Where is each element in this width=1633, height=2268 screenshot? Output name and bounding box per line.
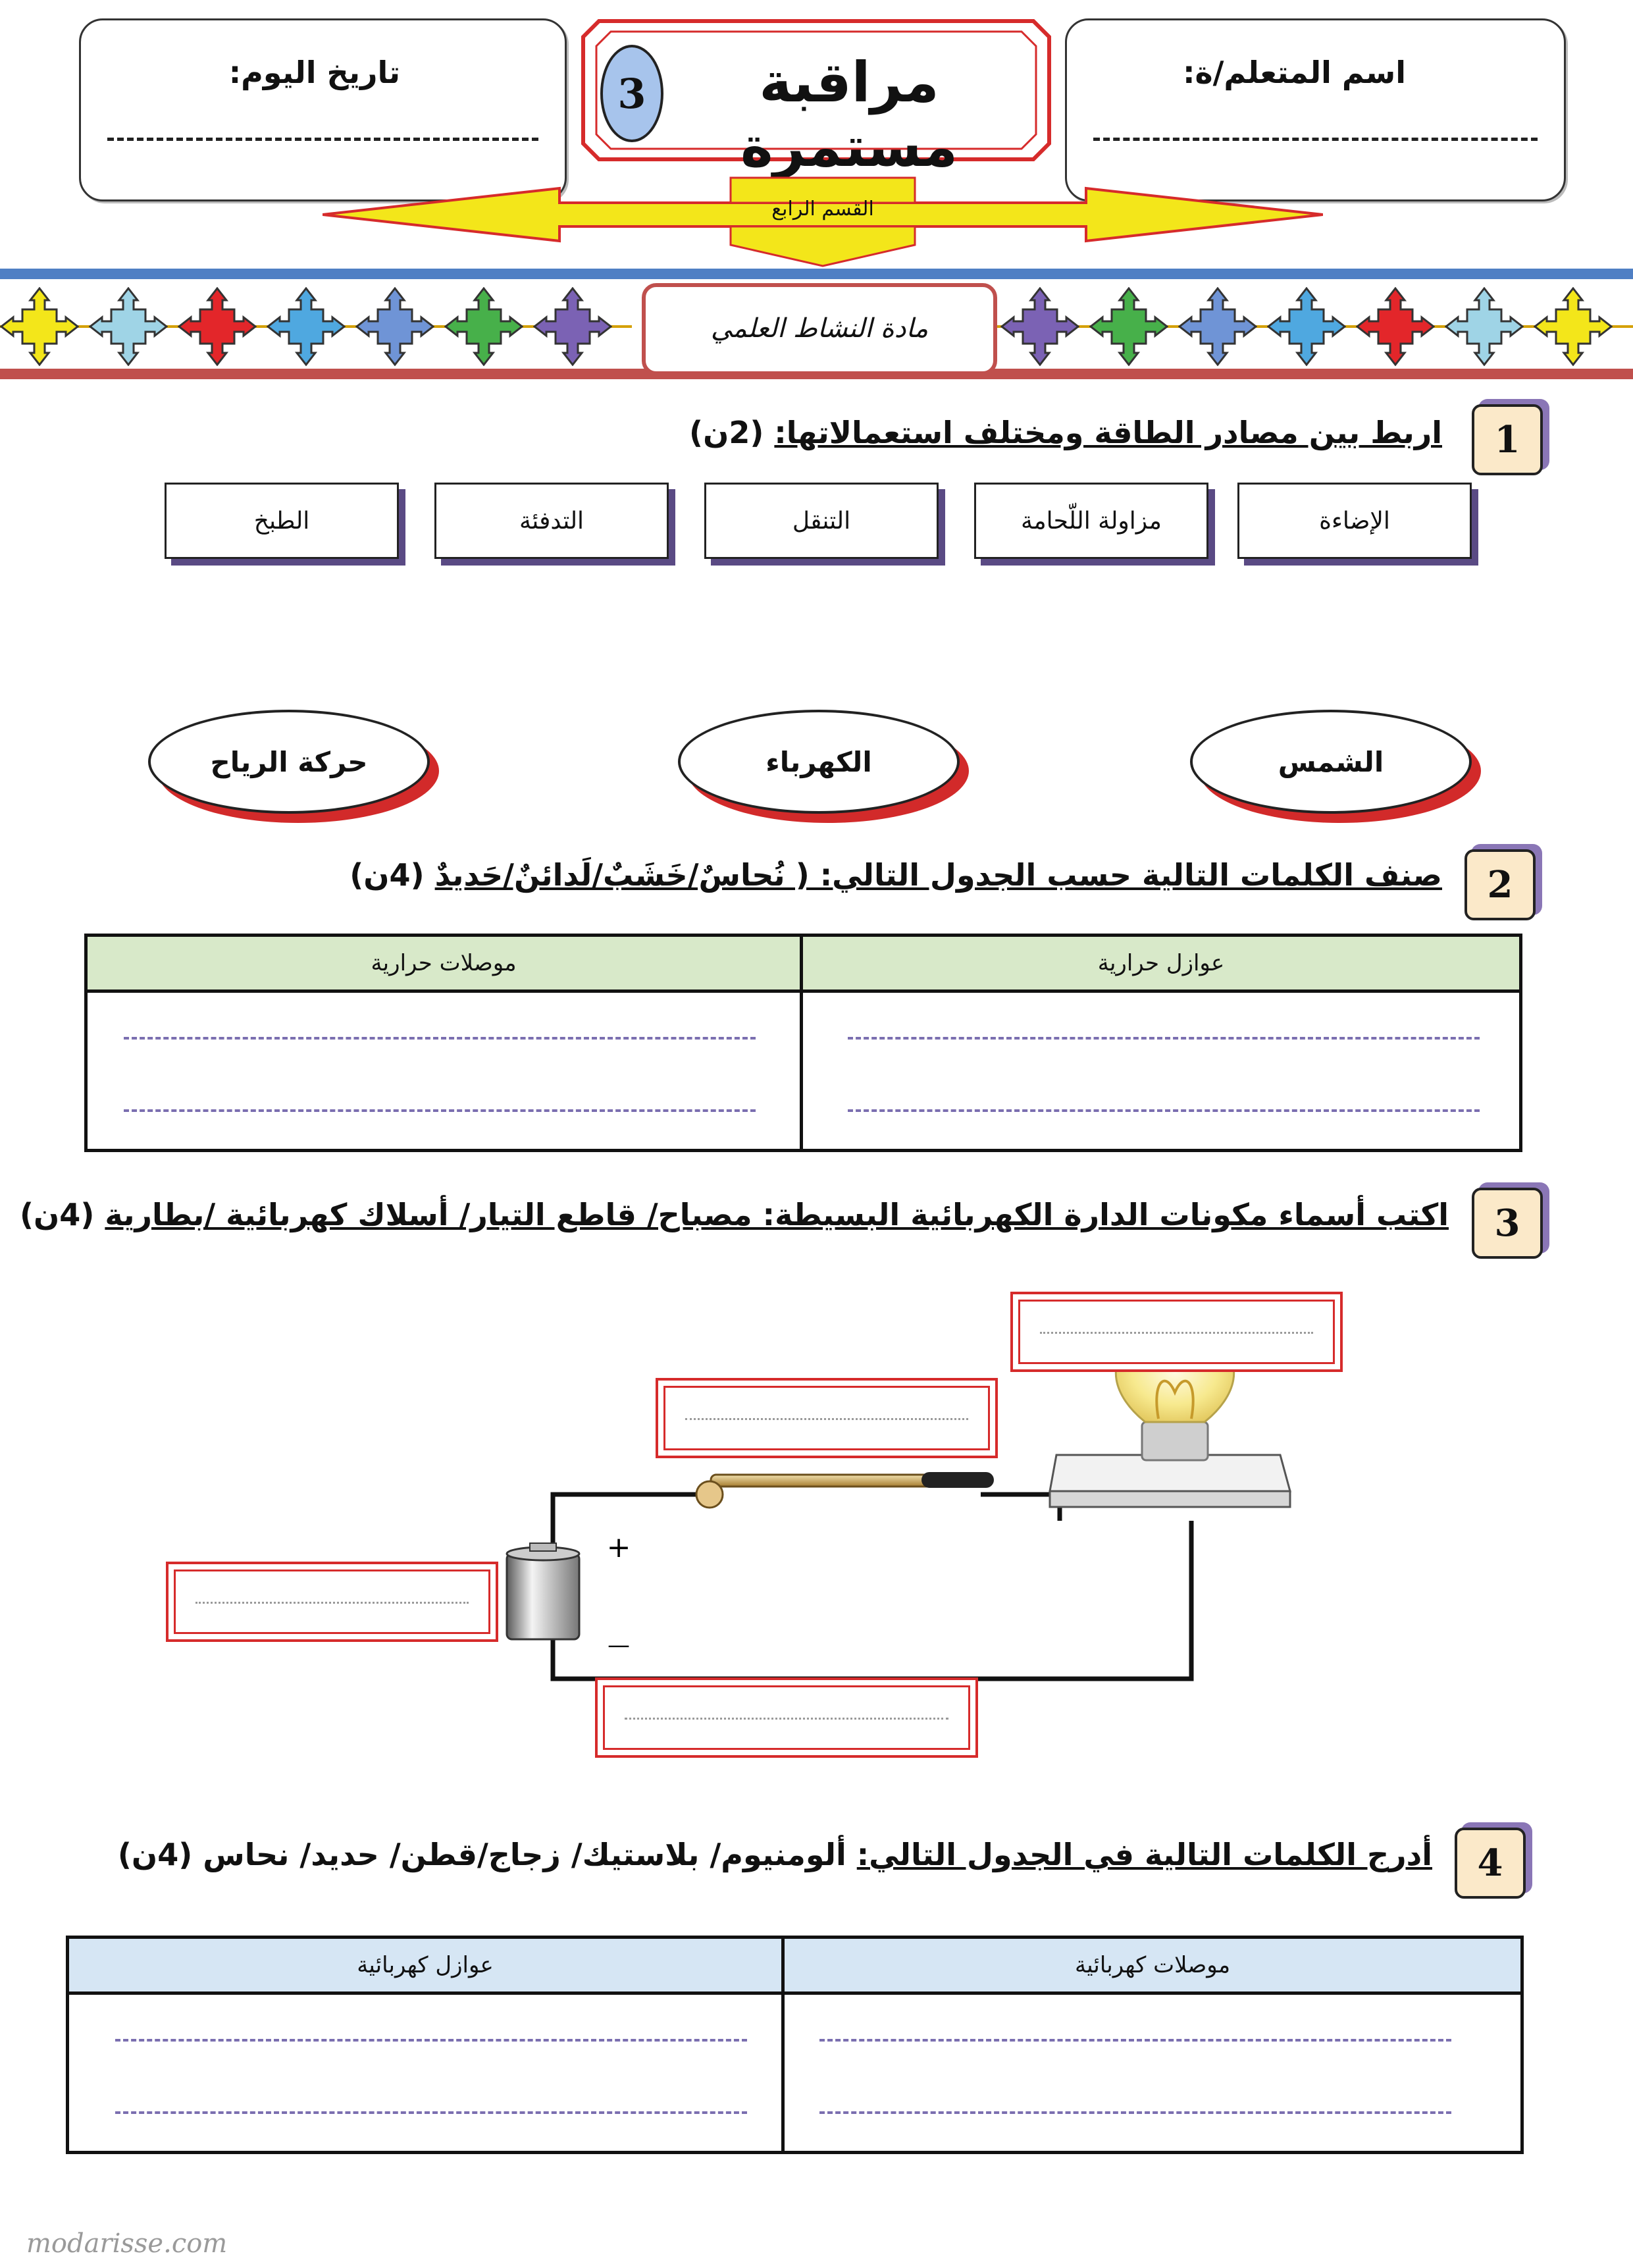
title-frame: مراقبة مستمرة 3 — [579, 17, 1053, 179]
subject-label: مادة النشاط العلمي — [710, 313, 929, 344]
battery-plus-sign: + — [607, 1531, 631, 1564]
q2-table-header — [88, 937, 1519, 993]
ornament-row-left — [0, 287, 632, 366]
source-sun[interactable]: الشمس — [1190, 710, 1472, 814]
date-label: تاريخ اليوم: — [228, 55, 400, 90]
q2-table: عوازل حرارية موصلات حرارية — [84, 934, 1522, 1152]
q3-instruction: اكتب أسماء مكونات الدارة الكهربائية البس… — [20, 1197, 1449, 1232]
q2-number: 2 — [1465, 849, 1536, 920]
switch-label-box[interactable] — [656, 1378, 998, 1458]
q2-answer-line[interactable] — [848, 1109, 1480, 1112]
source-wind[interactable]: حركة الرياح — [148, 710, 430, 814]
watermark: modarisse.com — [26, 2228, 228, 2259]
date-box: تاريخ اليوم: — [79, 18, 567, 201]
title-number-badge: 3 — [600, 45, 663, 142]
lamp-label-box[interactable] — [1010, 1292, 1343, 1372]
student-name-box: اسم المتعلم/ة: — [1065, 18, 1566, 201]
use-box-lighting[interactable]: الإضاءة — [1237, 483, 1472, 559]
use-box-cooking[interactable]: الطبخ — [165, 483, 399, 559]
q4-words: ألومنيوم/ بلاستيك/ زجاج/قطن/ حديد/ نحاس — [203, 1837, 846, 1872]
use-box-heating[interactable]: التدفئة — [434, 483, 669, 559]
q4-answer-line[interactable] — [115, 2111, 747, 2114]
q3-instruction-text: اكتب أسماء مكونات الدارة الكهربائية البس… — [105, 1197, 1449, 1232]
q4-instruction: أدرج الكلمات التالية في الجدول التالي: أ… — [118, 1837, 1432, 1872]
student-name-field[interactable] — [1093, 138, 1538, 141]
q4-instruction-text: أدرج الكلمات التالية في الجدول التالي: — [856, 1837, 1432, 1872]
ornament-row-right — [987, 287, 1633, 366]
q2-answer-line[interactable] — [124, 1109, 756, 1112]
q1-points: (2ن) — [689, 415, 764, 450]
q1-instruction-text: اربط بين مصادر الطاقة ومختلف استعمالاتها… — [774, 415, 1442, 450]
q2-header-conductors: موصلات حرارية — [371, 950, 517, 976]
level-label: القسم الرابع — [771, 198, 874, 221]
q3-points: (4ن) — [20, 1197, 95, 1232]
q4-table-header — [69, 1939, 1520, 1995]
q1-instruction: اربط بين مصادر الطاقة ومختلف استعمالاتها… — [689, 415, 1442, 450]
switch-icon — [695, 1472, 994, 1509]
q4-header-insulators: عوازل كهربائية — [357, 1952, 494, 1978]
q2-header-insulators: عوازل حرارية — [1097, 950, 1225, 976]
battery-label-box[interactable] — [166, 1562, 498, 1642]
wires-label-box[interactable] — [595, 1677, 978, 1758]
use-box-transport[interactable]: التنقل — [704, 483, 939, 559]
q1-number: 1 — [1472, 404, 1543, 475]
q4-points: (4ن) — [117, 1837, 193, 1872]
page-title: مراقبة مستمرة — [740, 50, 958, 179]
level-arrow — [323, 176, 1323, 267]
subject-box: مادة النشاط العلمي — [642, 283, 997, 375]
q2-instruction-text: صنف الكلمات التالية حسب الجدول التالي: (… — [434, 857, 1442, 893]
q4-table: موصلات كهربائية عوازل كهربائية — [66, 1936, 1524, 2154]
band-top-line — [0, 269, 1633, 279]
q2-points: (4ن) — [350, 857, 425, 893]
q4-answer-line[interactable] — [115, 2039, 747, 2042]
source-electricity[interactable]: الكهرباء — [678, 710, 960, 814]
q2-answer-line[interactable] — [124, 1037, 756, 1040]
q4-answer-line[interactable] — [819, 2111, 1451, 2114]
student-name-label: اسم المتعلم/ة: — [1183, 55, 1406, 90]
q2-answer-line[interactable] — [848, 1037, 1480, 1040]
q3-number: 3 — [1472, 1188, 1543, 1259]
date-field[interactable] — [107, 138, 538, 141]
battery-minus-sign: — — [608, 1632, 630, 1658]
battery-icon — [505, 1543, 581, 1641]
q2-instruction: صنف الكلمات التالية حسب الجدول التالي: (… — [350, 857, 1442, 893]
q4-answer-line[interactable] — [819, 2039, 1451, 2042]
q4-header-conductors: موصلات كهربائية — [1074, 1952, 1231, 1978]
q4-number: 4 — [1455, 1828, 1526, 1899]
use-box-welding[interactable]: مزاولة اللّحامة — [974, 483, 1208, 559]
